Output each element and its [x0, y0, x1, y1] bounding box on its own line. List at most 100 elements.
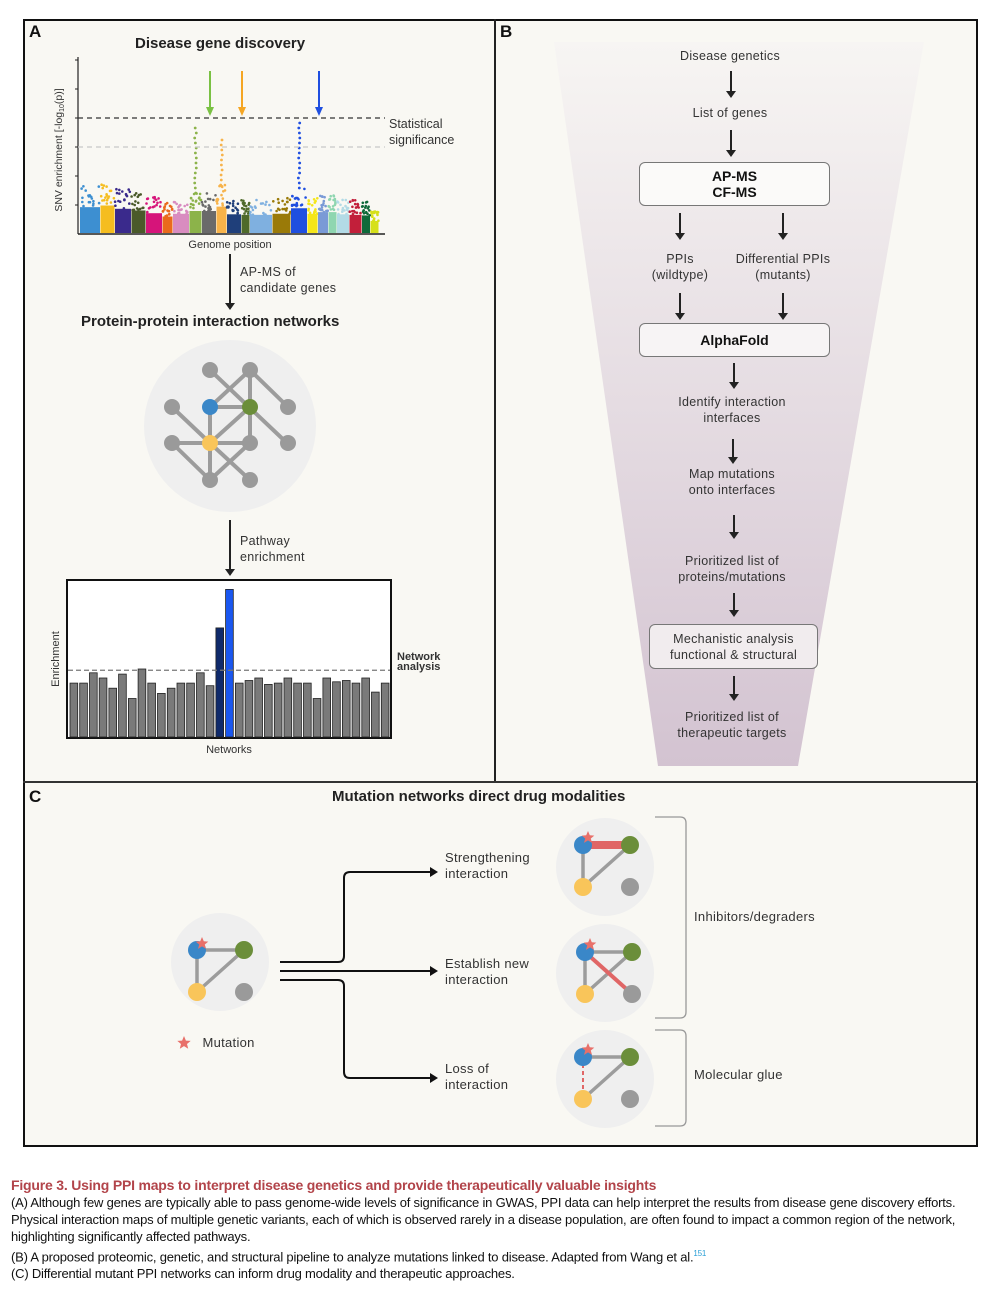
snp-point — [328, 205, 331, 209]
panel-b-label: B — [500, 22, 513, 41]
chromosome-block — [291, 208, 307, 233]
chromosome-block — [370, 220, 379, 233]
snp-point — [318, 207, 322, 211]
snp-point — [121, 190, 124, 193]
bar-n17 — [225, 588, 234, 738]
snp-point — [108, 189, 112, 193]
snp-point-significant — [297, 126, 301, 130]
panel-a-label: A — [29, 22, 42, 41]
snp-point — [231, 202, 235, 205]
snp-point — [283, 203, 287, 206]
snp-point — [135, 207, 139, 210]
panel-a-title: Disease gene discovery — [135, 35, 306, 52]
panel-divider-horizontal — [23, 781, 978, 783]
mutation-legend-label: Mutation — [202, 1035, 255, 1050]
snp-point — [100, 183, 103, 186]
snp-point-significant — [194, 156, 198, 160]
snp-point-significant — [194, 131, 198, 135]
snp-point — [136, 195, 140, 199]
snp-point — [212, 198, 215, 202]
snp-point — [249, 210, 252, 214]
snp-point — [221, 202, 224, 205]
snp-point-significant — [298, 166, 301, 170]
snp-point — [80, 187, 83, 190]
enrichment-bar-chart: Enrichment Networks Network analysis — [50, 579, 441, 756]
chromosome-block — [173, 213, 189, 233]
snp-point-significant — [220, 163, 223, 167]
snp-point — [331, 205, 335, 208]
mutation-star-icon — [581, 1043, 595, 1055]
reference-link[interactable]: 151 — [693, 1249, 707, 1258]
bar-n8 — [137, 668, 147, 738]
snp-point — [366, 207, 370, 210]
snp-point — [261, 202, 265, 205]
bar-n19 — [244, 680, 254, 738]
funnel — [554, 42, 924, 766]
snp-point — [236, 202, 240, 205]
node-grey — [235, 983, 253, 1001]
snp-point — [245, 207, 248, 211]
bar-n28 — [332, 681, 341, 738]
step-disease-genetics: Disease genetics — [680, 49, 780, 63]
snp-point — [254, 206, 257, 210]
snp-point — [285, 207, 289, 210]
snp-point — [183, 204, 186, 208]
snp-point — [177, 211, 181, 215]
branch-arrow-loss — [280, 979, 430, 1079]
snp-point — [99, 194, 103, 198]
chromosome-block — [100, 205, 115, 233]
snp-point — [319, 194, 322, 198]
snp-point-significant — [193, 186, 197, 190]
arrow-b1 — [726, 71, 736, 98]
snp-point — [325, 209, 328, 213]
bar-n9 — [147, 682, 156, 738]
chromosome-block — [349, 214, 362, 233]
snp-point-significant — [220, 153, 224, 157]
snp-point — [321, 195, 324, 198]
snp-point-significant — [297, 176, 300, 180]
snp-point — [107, 195, 111, 198]
snp-point — [314, 199, 317, 203]
snp-point — [321, 203, 325, 207]
snp-point — [234, 206, 237, 209]
chromosome-block — [115, 208, 131, 233]
mutation-star-icon — [583, 938, 597, 950]
snp-point — [324, 204, 327, 208]
network-establish — [556, 924, 654, 1022]
snp-point — [372, 219, 375, 222]
chromosome-block — [362, 215, 370, 233]
snp-point-significant — [297, 181, 301, 185]
snp-point — [348, 210, 352, 213]
new-edge — [583, 950, 634, 996]
snp-point — [336, 208, 340, 211]
snp-point — [265, 200, 268, 204]
snp-point — [204, 200, 207, 203]
snp-point — [155, 203, 158, 207]
mutation-star-icon — [195, 937, 209, 949]
snp-point — [127, 188, 130, 191]
snp-point — [337, 212, 340, 216]
snp-point-significant — [297, 151, 301, 155]
snp-point — [351, 212, 355, 216]
snp-point — [145, 202, 148, 205]
snp-point — [291, 194, 294, 198]
snp-point — [216, 198, 219, 201]
snp-point — [134, 200, 137, 203]
network-nodes — [164, 362, 296, 488]
snp-point — [246, 212, 250, 215]
snp-point — [262, 211, 265, 215]
bar-chart-ylabel: Enrichment — [50, 631, 62, 687]
snp-point-significant — [220, 148, 224, 152]
bar-n16 — [215, 627, 224, 738]
snp-point — [132, 209, 136, 212]
snp-point-significant — [298, 171, 301, 175]
snp-point — [206, 197, 210, 201]
bar-n5 — [108, 687, 118, 738]
snp-point — [128, 190, 132, 194]
snp-point — [243, 212, 246, 215]
snp-point — [81, 200, 84, 204]
snp-point — [194, 200, 198, 203]
